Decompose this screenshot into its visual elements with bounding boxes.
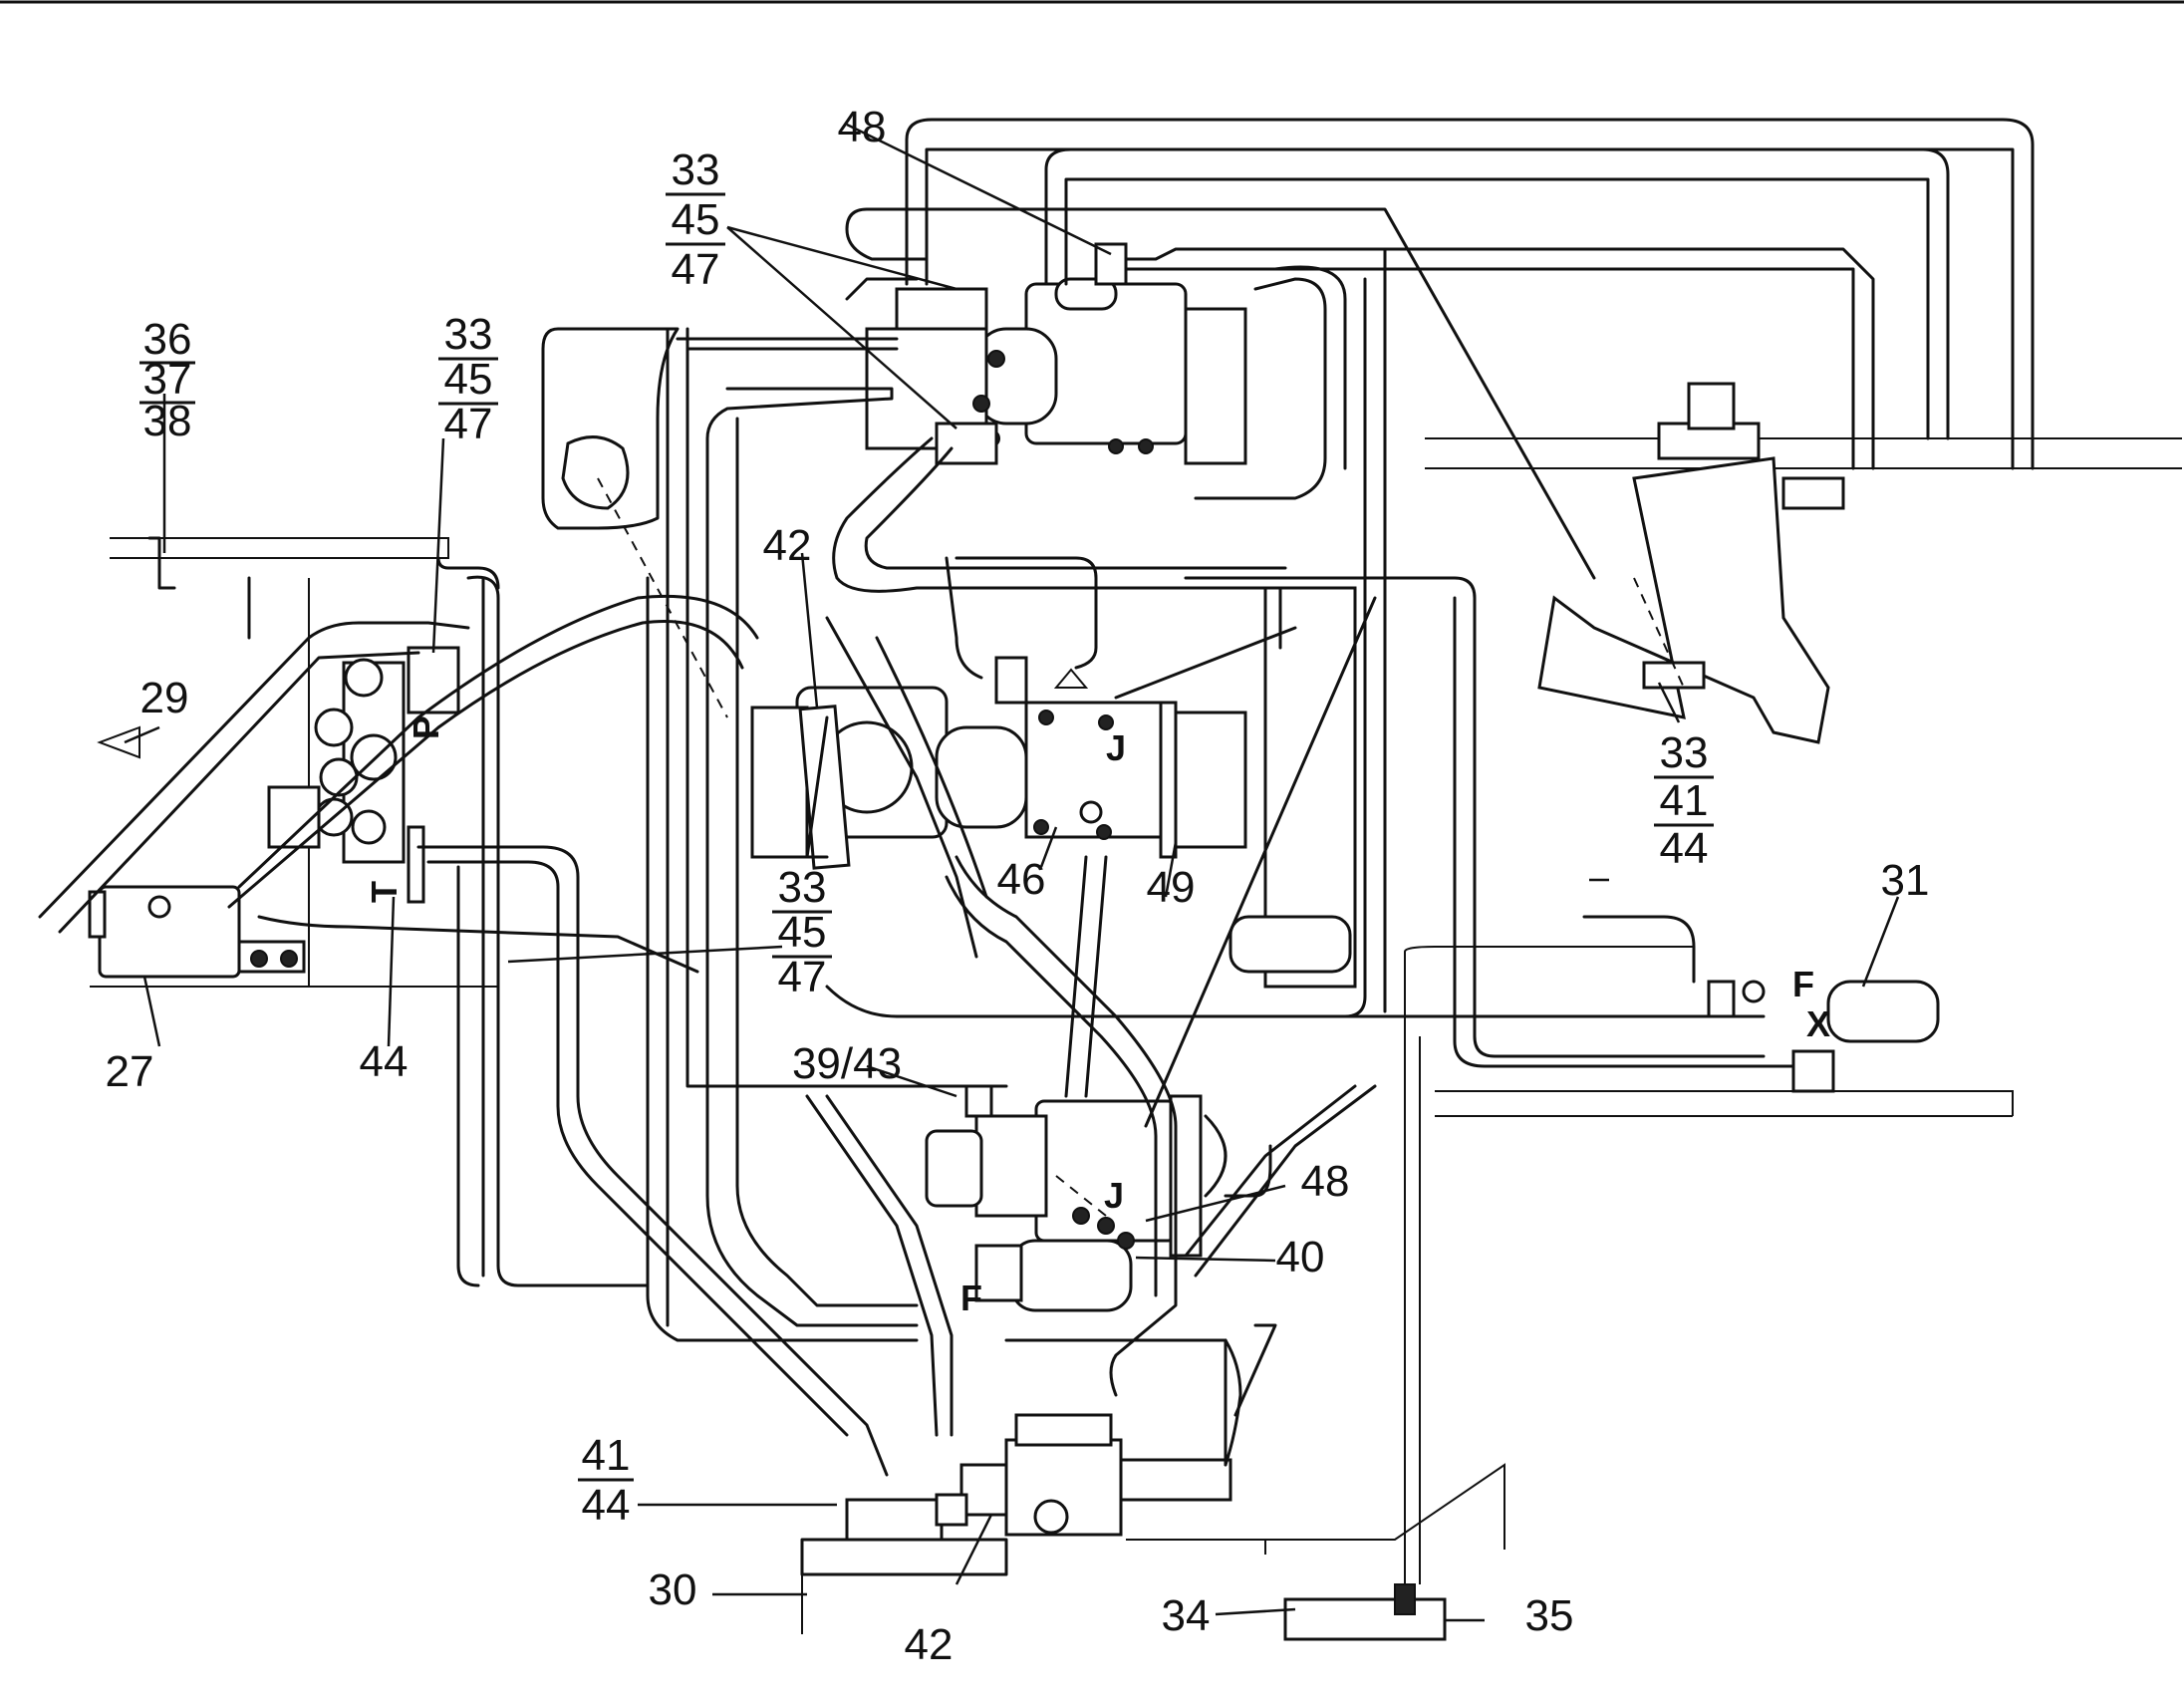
fraction-36-37-38: 36 37 38 <box>139 315 195 445</box>
callout-48-lower: 48 <box>1301 1157 1350 1206</box>
callout-27: 27 <box>106 1047 154 1096</box>
port-letters: P T J J F F X <box>364 715 1830 1318</box>
right-angled-motor <box>1537 382 1845 744</box>
left-pump-group <box>267 646 460 904</box>
lower-pump-assembly <box>925 1084 1228 1312</box>
fraction-middle: 45 <box>444 355 493 404</box>
leader-lines <box>97 123 1900 1622</box>
fraction-numerator: 36 <box>143 315 192 364</box>
chassis-frame <box>90 437 2182 1117</box>
callout-42-bottom: 42 <box>905 1620 954 1669</box>
upper-pump-assembly <box>865 242 1247 465</box>
left-control-valve <box>88 885 306 979</box>
callout-48-top: 48 <box>838 103 887 151</box>
callout-34: 34 <box>1162 1591 1211 1640</box>
callout-40: 40 <box>1276 1233 1325 1281</box>
port-t-label: T <box>364 881 405 903</box>
side-valve-block <box>1228 586 1357 989</box>
fraction-middle: 41 <box>1660 776 1709 825</box>
fraction-numerator: 33 <box>1660 728 1709 777</box>
pipe-network <box>38 118 2035 1477</box>
fraction-bottom: 44 <box>582 1481 631 1530</box>
fraction-bottom: 44 <box>1660 824 1709 873</box>
callout-46: 46 <box>997 855 1046 904</box>
callout-39-43: 39/43 <box>792 1039 902 1088</box>
callout-30: 30 <box>649 1565 697 1614</box>
port-p-label: P <box>406 715 446 739</box>
fraction-bottom: 47 <box>672 245 720 294</box>
fraction-middle: 37 <box>143 355 192 404</box>
port-x-label: X <box>1806 1003 1830 1044</box>
fraction-bottom: 47 <box>778 953 827 1001</box>
callout-31: 31 <box>1881 856 1930 905</box>
hydraulic-tank-outline <box>541 327 728 718</box>
fraction-41-44: 41 44 <box>578 1431 634 1530</box>
callout-35: 35 <box>1525 1591 1574 1640</box>
callout-labels: 27 29 30 31 34 35 40 42 42 44 46 48 48 4… <box>106 103 1930 1669</box>
centre-pump-assembly <box>750 656 1247 870</box>
filter-34-35 <box>1283 946 1694 1641</box>
fraction-numerator: 33 <box>672 145 720 194</box>
callout-49: 49 <box>1147 863 1196 912</box>
port-j-lower-label: J <box>1104 1175 1124 1216</box>
callout-29: 29 <box>140 674 189 722</box>
fraction-bottom: 38 <box>143 397 192 445</box>
fraction-bottom: 47 <box>444 400 493 448</box>
fraction-middle: 45 <box>778 908 827 957</box>
callout-44: 44 <box>360 1037 409 1086</box>
fraction-numerator: 33 <box>778 863 827 912</box>
fraction-33-41-44: 33 41 44 <box>1654 728 1714 873</box>
fraction-33-45-47-top: 33 45 47 <box>666 145 725 294</box>
bottom-valve-assembly <box>800 1413 1505 1634</box>
port-f-right-label: F <box>1792 964 1814 1004</box>
fraction-numerator: 41 <box>582 1431 631 1480</box>
port-f-lower-label: F <box>960 1278 982 1318</box>
fraction-33-45-47-left: 33 45 47 <box>438 310 498 448</box>
fraction-numerator: 33 <box>444 310 493 359</box>
fraction-33-45-47-centre: 33 45 47 <box>772 863 832 1001</box>
port-j-upper-label: J <box>1106 727 1126 768</box>
fraction-middle: 45 <box>672 195 720 244</box>
callout-42-top: 42 <box>763 521 812 570</box>
